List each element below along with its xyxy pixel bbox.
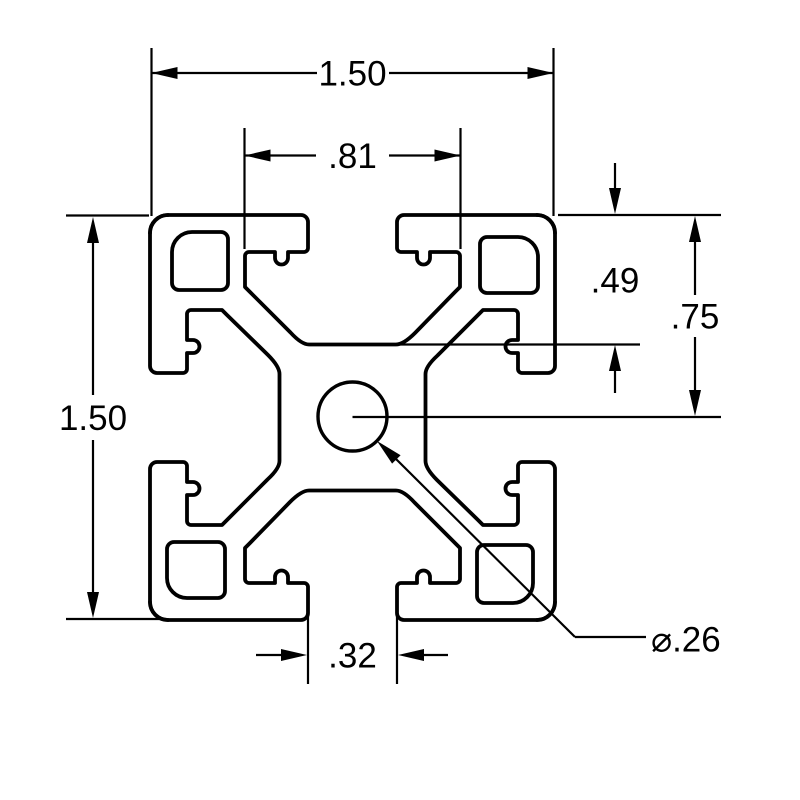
dim-center-offset: .75 [671,298,720,337]
dim-overall-height: 1.50 [59,399,127,438]
arrowhead [151,67,178,79]
arrowhead [244,149,271,162]
dim-slot-inner-width: .81 [328,137,377,176]
arrowhead [689,216,701,242]
profile-side-left [148,213,282,622]
profile-side-top [148,213,557,347]
dim-slot-depth: .49 [591,262,640,301]
arrowhead [609,345,621,371]
dim-center-hole-diameter: ⌀.26 [651,621,721,660]
dim-slot-opening-width: .32 [328,637,377,676]
corner-void-top-left [170,230,230,292]
arrowhead [87,592,99,618]
arrowhead [87,217,99,243]
arrowhead [689,390,701,416]
arrowhead [609,188,621,214]
corner-void-bottom-right [475,543,535,605]
arrowhead [527,67,554,79]
corner-void-bottom-left [165,540,227,600]
dimension-labels: 1.50 .81 .49 .75 1.50 .32 ⌀.26 [59,55,721,676]
arrowhead [434,149,461,162]
leader-line [394,457,576,638]
arrowhead [377,441,401,464]
arrowhead [281,649,307,661]
dimension-lines [66,48,721,684]
corner-void-top-right [478,235,540,295]
dim-overall-width: 1.50 [318,55,386,94]
arrowhead [398,649,424,661]
